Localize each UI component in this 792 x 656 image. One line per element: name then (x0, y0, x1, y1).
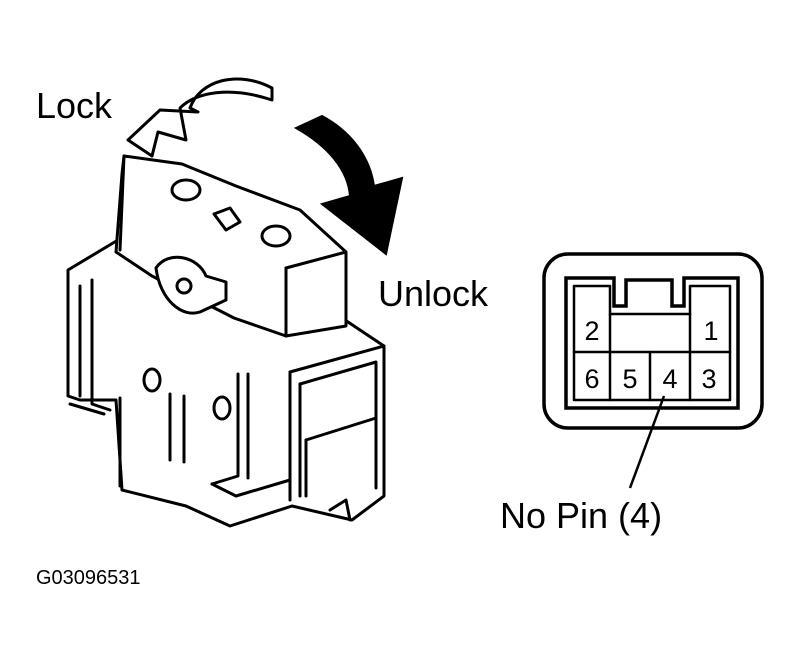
pin-label-5: 5 (622, 364, 637, 394)
lock-arrow-icon (126, 77, 274, 158)
pin-label-3: 3 (701, 364, 716, 394)
power-lock-switch (66, 154, 386, 528)
lock-label: Lock (36, 85, 113, 126)
unlock-label: Unlock (378, 273, 489, 314)
connector-face: 2 1 6 5 4 3 (542, 252, 764, 430)
pin-label-1: 1 (703, 316, 718, 346)
pin-label-2: 2 (584, 316, 599, 346)
leader-line (628, 395, 666, 489)
figure-code: G03096531 (36, 567, 141, 589)
no-pin-label: No Pin (4) (500, 495, 662, 536)
pin-label-6: 6 (584, 364, 599, 394)
pin-label-4: 4 (662, 364, 677, 394)
unlock-arrow-icon (293, 114, 404, 256)
